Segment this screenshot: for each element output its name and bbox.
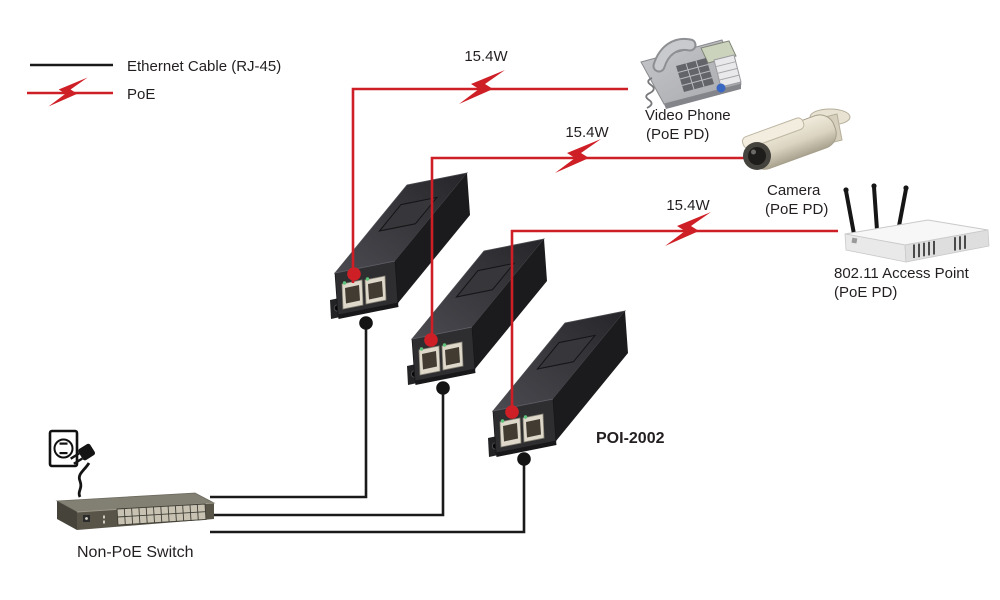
legend-ethernet-label: Ethernet Cable (RJ-45): [127, 58, 282, 75]
legend-poe-label: PoE: [127, 86, 156, 103]
poe-connection-dot-1: [347, 267, 361, 281]
injector-model-label: POI-2002: [596, 430, 665, 447]
power-outlet-icon: [48, 429, 79, 468]
power-label-2: 15.4W: [565, 124, 609, 141]
legend: [27, 63, 113, 107]
network-switch-image: [55, 492, 216, 530]
power-label-1: 15.4W: [464, 48, 508, 65]
poe-cable-2: [430, 156, 748, 341]
ethernet-cable-1: [210, 325, 368, 499]
ethernet-cable-3: [210, 461, 526, 534]
camera-image: [741, 108, 851, 170]
ethernet-connection-dot-1: [359, 316, 373, 330]
video-phone-type-label: (PoE PD): [646, 126, 710, 143]
poe-cable-3: [510, 229, 838, 413]
vent-slots: [913, 235, 966, 258]
antenna-icons: [844, 185, 908, 236]
power-plug-icon: [70, 443, 96, 498]
access-point-label: 802.11 Access Point: [834, 265, 969, 282]
poe-bolt-icon-1: [459, 70, 505, 104]
ethernet-connection-dot-2: [436, 381, 450, 395]
poe-cables: [351, 87, 838, 413]
poe-bolt-icon-2: [555, 139, 601, 173]
poe-connection-dot-3: [505, 405, 519, 419]
access-point-type-label: (PoE PD): [834, 284, 898, 301]
phone-cord: [645, 77, 655, 109]
camera-label: Camera: [767, 182, 821, 199]
power-cord: [77, 462, 91, 498]
ethernet-cables: [210, 325, 526, 534]
poe-bolt-icon-3: [665, 212, 711, 246]
switch-ports: [117, 504, 206, 525]
power-label-3: 15.4W: [666, 197, 710, 214]
ethernet-cable-2: [210, 390, 445, 517]
poe-connection-dot-2: [424, 333, 438, 347]
switch-label: Non-PoE Switch: [77, 544, 194, 561]
ethernet-connection-dot-3: [517, 452, 531, 466]
video-phone-image: [640, 37, 742, 109]
poe-cable-1: [351, 87, 628, 283]
camera-type-label: (PoE PD): [765, 201, 829, 218]
access-point-image: [843, 183, 990, 263]
video-phone-label: Video Phone: [645, 107, 731, 124]
